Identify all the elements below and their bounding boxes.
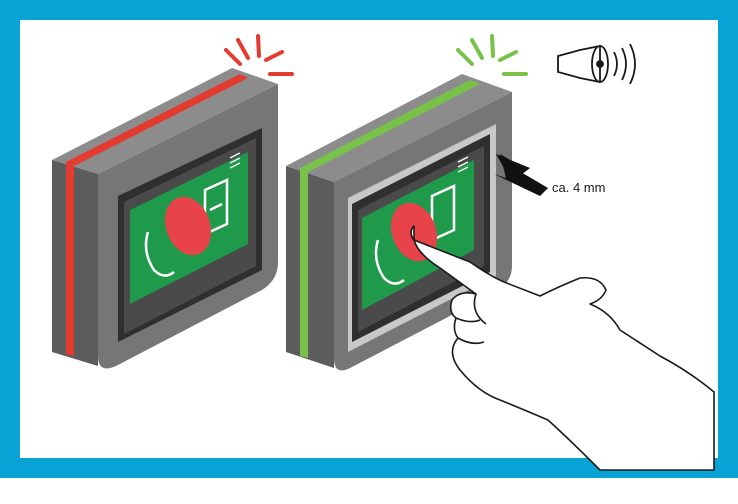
right-housing-side [286,166,334,368]
left-red-led-strip-side [66,162,74,356]
push-arrow-icon [494,154,548,196]
speaker-sound-icon [557,43,636,85]
offset-label: ca. 4 mm [552,180,606,195]
pointing-hand-icon [410,225,715,471]
left-red-led-strip [66,74,248,166]
diagram-frame [0,0,738,478]
left-device [52,68,278,369]
right-housing-top [286,74,512,182]
green-flash-icon [456,34,528,76]
right-green-led-strip-side [300,168,308,358]
left-red-button [164,196,212,256]
right-device [286,74,512,371]
left-housing-side [52,160,98,366]
right-green-led-strip [300,80,480,172]
red-flash-icon [224,34,294,76]
